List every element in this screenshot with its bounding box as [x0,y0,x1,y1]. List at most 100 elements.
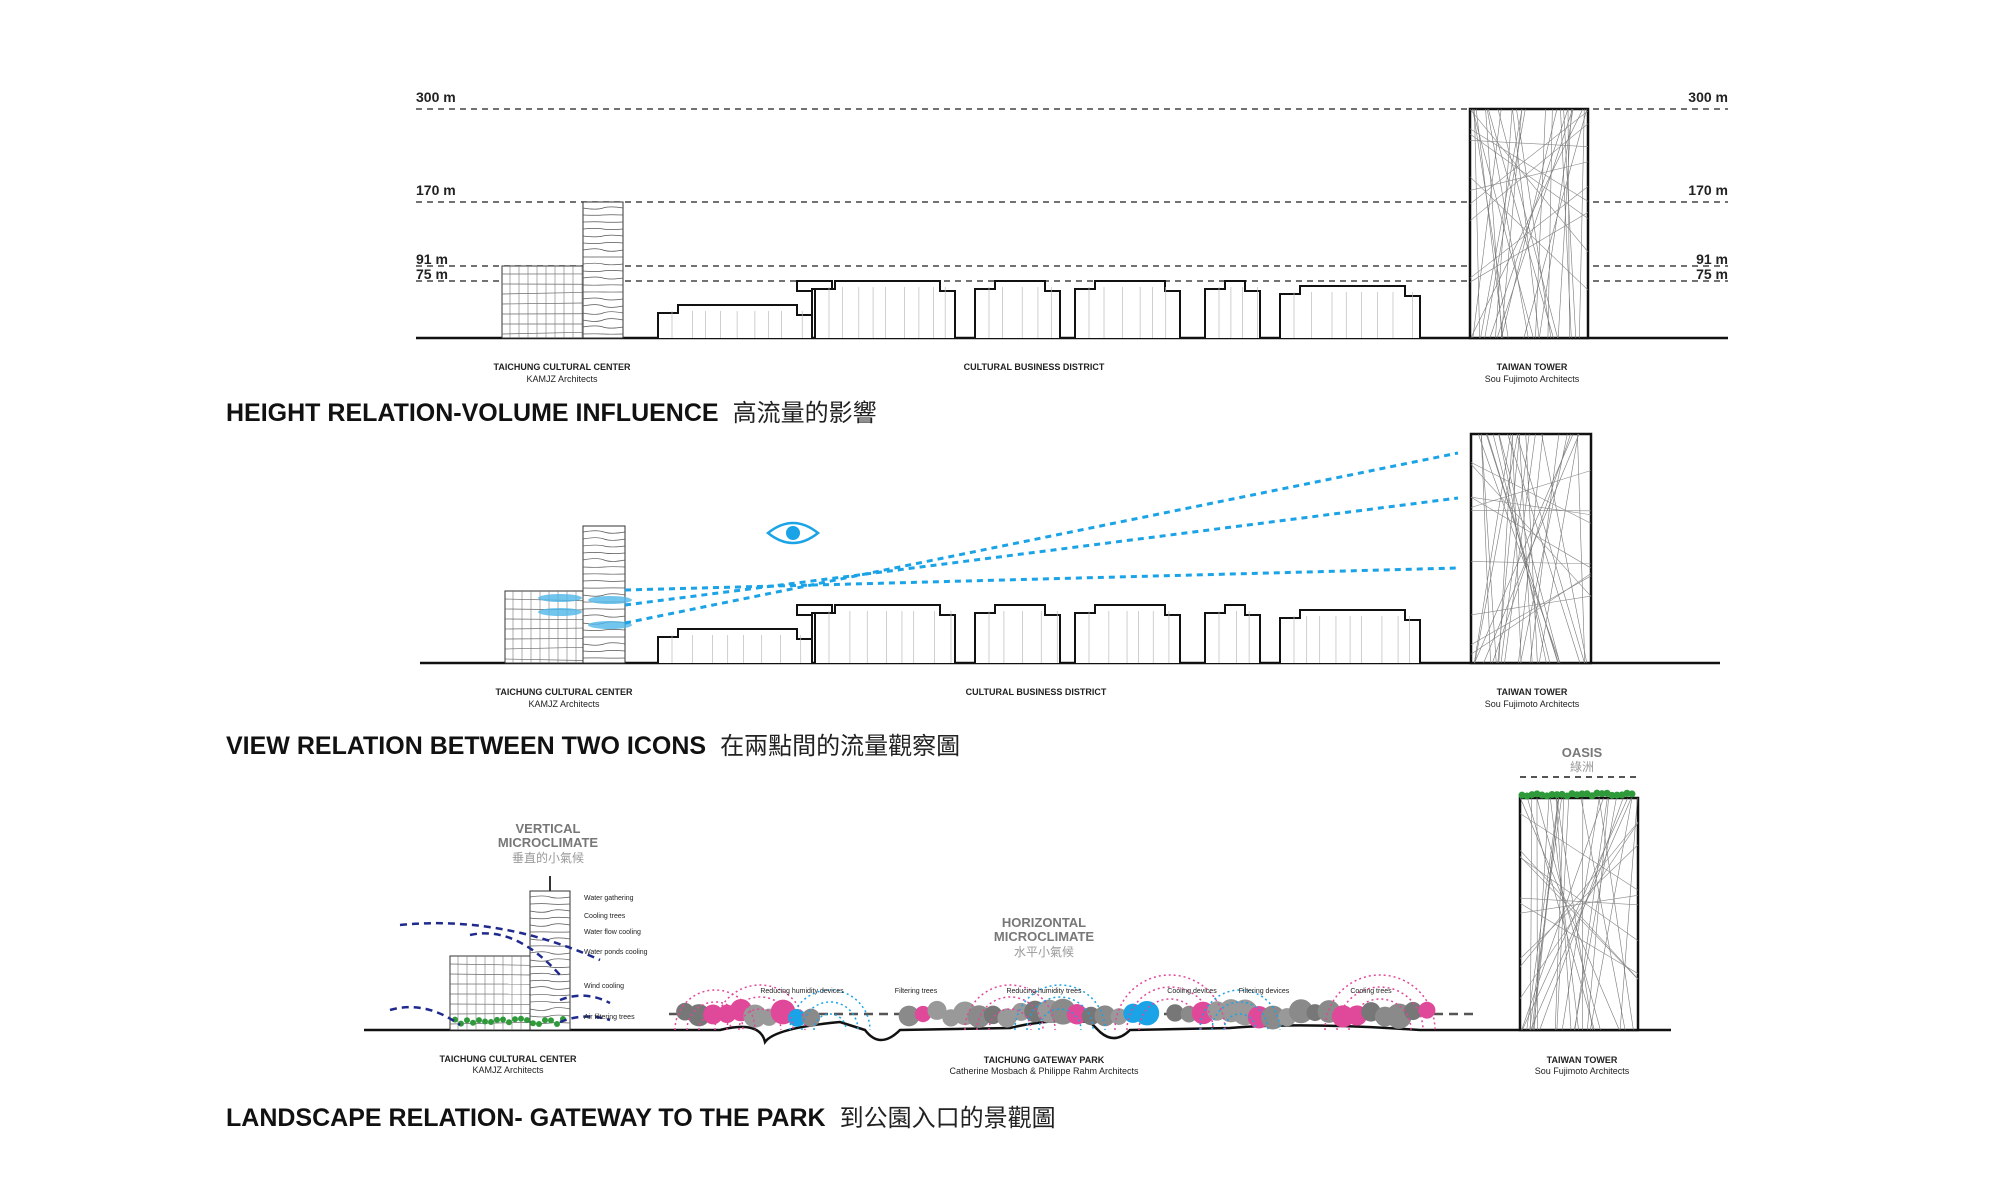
cultural-center-podium [504,590,584,664]
label-gateway-park: TAICHUNG GATEWAY PARK [984,1055,1105,1065]
district-building [1204,280,1261,338]
tower-mesh-line [1492,433,1551,664]
district-building [1074,604,1181,663]
tower-mesh-line [1523,108,1588,339]
wind-arrow [399,921,601,962]
tower-mesh-line [1573,797,1617,1031]
vertical-annotation: Water ponds cooling [584,949,648,956]
roof-garden [1608,791,1616,799]
tower-mesh-line [1519,857,1639,941]
park-annotation: Reducing humidity trees [1006,988,1082,995]
tree [743,1004,767,1028]
building-group [501,107,1590,340]
green-planting [494,1016,500,1023]
tree [1288,999,1314,1024]
park-annotation: Filtering devices [1239,988,1290,995]
label-mosbach-rahm: Catherine Mosbach & Philippe Rahm Archit… [949,1066,1139,1076]
tower-mesh-line [1472,108,1509,339]
tower-mesh-line [1550,797,1579,1031]
tower-mesh-line [1519,856,1639,980]
climate-arc [964,984,1056,1031]
floor-line [582,221,624,223]
district-building [657,304,813,338]
tower-mesh-line [1483,433,1580,664]
tower-mesh-line [1469,128,1589,202]
green-planting [542,1017,548,1024]
tower-mesh-line [1498,433,1561,664]
horizontal-microclimate-cn: 水平小氣候 [1014,945,1074,959]
climate-arc [813,1013,847,1031]
green-planting [530,1020,536,1027]
vertical-microclimate-label: VERTICAL [516,821,581,836]
cultural-center-podium [449,955,531,1031]
floor-line [582,318,624,322]
label-cultural-center: TAICHUNG CULTURAL CENTER [440,1054,577,1064]
climate-arc [1324,974,1436,1031]
green-planting [554,1020,560,1027]
floor-line [582,242,624,244]
tower-mesh-line [1474,108,1480,339]
label-taiwan-tower: TAIWAN TOWER [1497,687,1568,697]
tower-mesh-line [1495,108,1513,339]
wind-arrow [559,1015,611,1024]
floor-line [582,297,624,301]
panel-height-relation: 300 m 170 m 91 m 75 m 300 m 170 m 91 m 7… [226,89,1728,427]
level-label-75m-right: 75 m [1696,266,1728,282]
tower-mesh-line [1497,108,1558,339]
floor-line [582,593,626,597]
floor-line [501,292,584,295]
floor-line [582,214,624,216]
cultural-center-tower [582,525,626,664]
view-highlight [538,594,582,602]
tower-mesh-line [1541,433,1588,664]
tower-mesh-line [1469,123,1589,222]
vertical-annotation: Cooling trees [584,913,626,920]
tower-mesh-line [1574,797,1608,1031]
tower-mesh-line [1519,813,1639,891]
floor-line [582,566,626,568]
roof-garden [1613,791,1621,799]
park-annotation: Cooling devices [1167,988,1217,995]
tower-mesh-line [1512,433,1522,664]
tower-mesh-line [1518,433,1533,664]
level-label-300m: 300 m [416,89,456,105]
tower-mesh-line [1531,797,1560,1031]
tower-mesh-line [1489,108,1569,339]
floor-line [504,646,584,650]
tower-mesh-line [1519,849,1639,980]
tower-mesh-line [1475,108,1504,339]
label-business-district: CULTURAL BUSINESS DISTRICT [964,362,1105,372]
wind-arrow [389,1005,461,1027]
tower-mesh-line [1480,108,1523,339]
oasis-label: OASIS [1562,745,1603,760]
floor-line [582,325,624,329]
floor-line [529,916,571,920]
tower-mesh-line [1538,433,1579,664]
tower-mesh-line [1469,110,1589,205]
tree [914,1005,932,1023]
climate-arc [1126,986,1214,1031]
tower-mesh-line [1580,797,1626,1031]
tower-mesh-line [1469,109,1589,253]
label-fujimoto: Sou Fujimoto Architects [1535,1066,1630,1076]
tower-mesh-line [1586,797,1609,1031]
floor-line [582,580,626,582]
floor-line [529,909,571,913]
tower-mesh-line [1470,573,1592,655]
tower-mesh-line [1484,108,1526,339]
tree [1134,1000,1160,1026]
tower-mesh-line [1516,433,1585,664]
climate-arc [1014,984,1106,1031]
sight-lines [624,451,1459,625]
district-building [814,604,956,663]
tower-mesh-line [1496,108,1573,339]
floor-line [582,311,624,315]
vertical-microclimate-label: MICROCLIMATE [498,835,598,850]
floor-line [449,963,531,966]
floor-line [582,544,626,548]
sight-line [624,451,1459,625]
green-planting [488,1019,494,1026]
label-taiwan-tower: TAIWAN TOWER [1497,362,1568,372]
park-annotation: Reducing humidity devices [760,988,844,995]
